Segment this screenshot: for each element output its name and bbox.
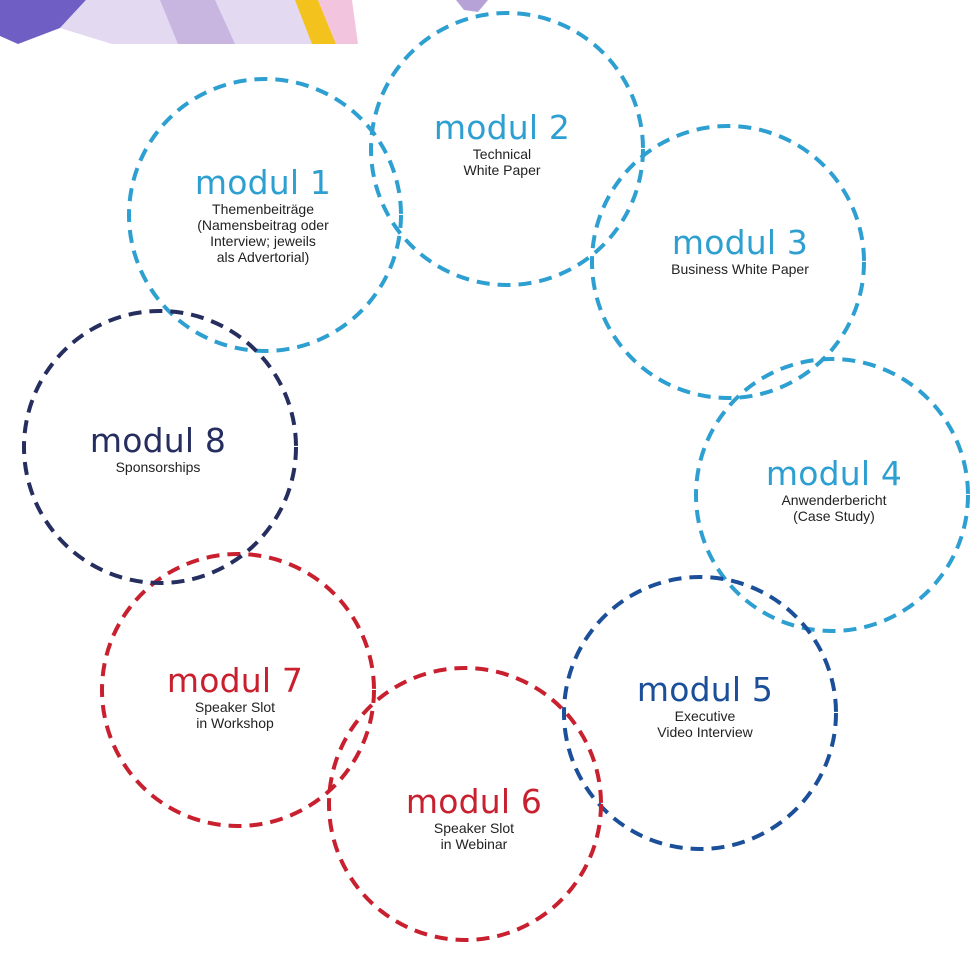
module-4: modul 4 Anwenderbericht (Case Study): [765, 454, 903, 525]
module-3: modul 3 Business White Paper: [671, 223, 809, 278]
module-5-description: Executive Video Interview: [657, 708, 753, 740]
module-4-title: modul 4: [765, 454, 903, 493]
module-8-description: Sponsorships: [115, 459, 201, 475]
module-7: modul 7 Speaker Slot in Workshop: [166, 661, 304, 732]
decorative-banner: [0, 0, 488, 44]
ring-modul-2: [369, 11, 645, 287]
module-4-description: Anwenderbericht (Case Study): [781, 492, 887, 524]
module-6-title: modul 6: [405, 782, 543, 821]
ring-modul-6: [327, 666, 603, 942]
module-2-title: modul 2: [433, 108, 571, 147]
banner-lilac-stripe: [160, 0, 235, 44]
module-8: modul 8 Sponsorships: [89, 421, 227, 476]
module-6-description: Speaker Slot in Webinar: [433, 820, 515, 852]
module-3-title: modul 3: [671, 223, 809, 262]
rings: [22, 11, 970, 942]
banner-purple-shape: [0, 0, 86, 44]
banner-violet-piece: [456, 0, 488, 12]
module-1-title: modul 1: [194, 163, 332, 202]
module-1-description: Themenbeiträge (Namensbeitrag oder Inter…: [197, 201, 329, 265]
ring-modul-3: [590, 124, 866, 400]
module-2-description: Technical White Paper: [463, 146, 541, 178]
ring-modul-7: [100, 552, 376, 828]
module-5-title: modul 5: [636, 670, 774, 709]
module-2: modul 2 Technical White Paper: [433, 108, 571, 179]
banner-pink-stripe: [318, 0, 358, 44]
module-7-title: modul 7: [166, 661, 304, 700]
module-7-description: Speaker Slot in Workshop: [194, 699, 276, 731]
ring-modul-4: [694, 357, 970, 633]
module-1: modul 1 Themenbeiträge (Namensbeitrag od…: [194, 163, 332, 266]
module-5: modul 5 Executive Video Interview: [636, 670, 774, 741]
banner-yellow-stripe: [295, 0, 336, 44]
module-3-description: Business White Paper: [671, 261, 809, 277]
ring-modul-5: [562, 575, 838, 851]
ring-modul-1: [127, 77, 403, 353]
ring-modul-8: [22, 309, 298, 585]
module-6: modul 6 Speaker Slot in Webinar: [405, 782, 543, 853]
module-8-title: modul 8: [89, 421, 227, 460]
